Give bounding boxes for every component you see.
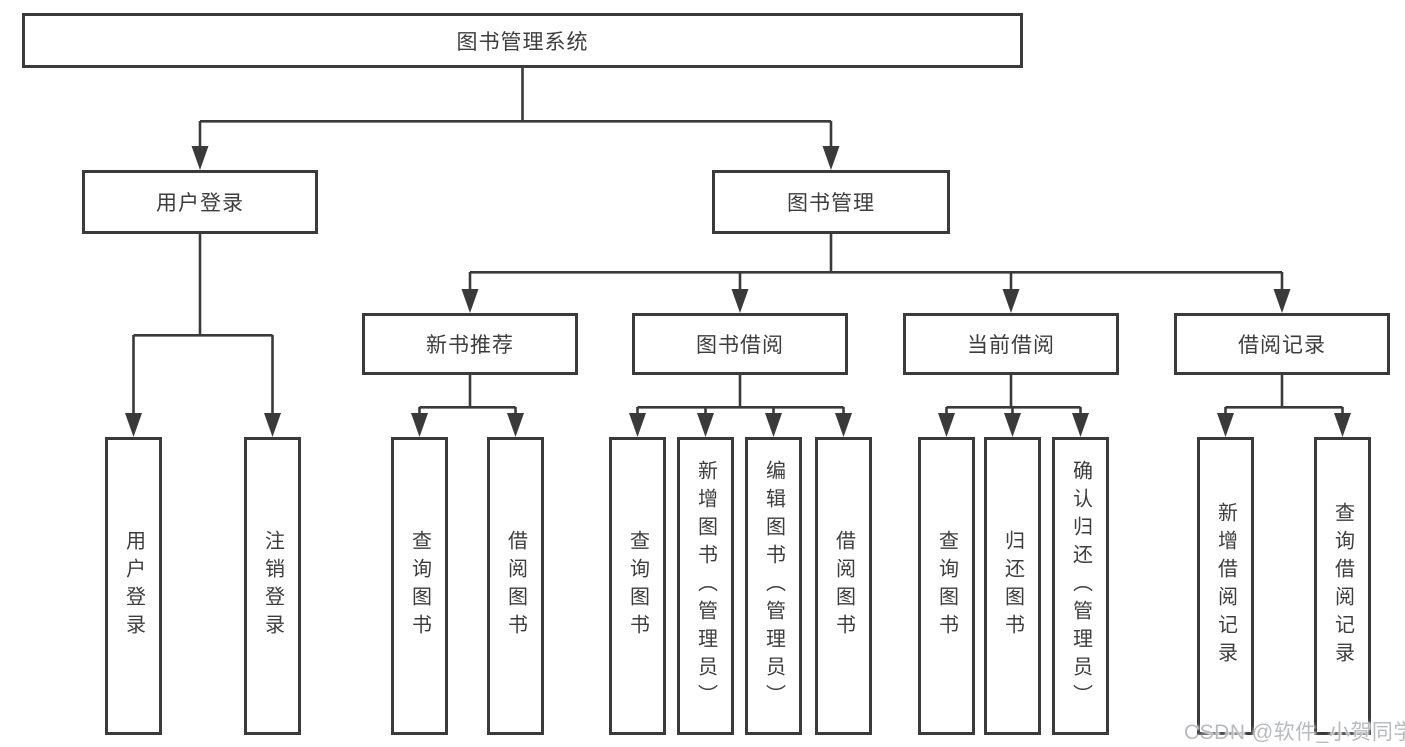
node-library-system-label: 图书管理系统 (456, 30, 589, 54)
leaf-logout-label: 注销登录 (261, 530, 284, 642)
node-borrow-records-label: 借阅记录 (1238, 334, 1326, 357)
leaf-add-books-admin: 新增图书（管理员） (677, 437, 734, 735)
node-current-borrow-label: 当前借阅 (967, 334, 1055, 357)
connector-borrow-records-to-leaves (1224, 375, 1344, 418)
node-book-management: 图书管理 (712, 170, 950, 234)
node-borrow-records: 借阅记录 (1174, 313, 1390, 375)
node-new-book-recommend: 新书推荐 (362, 313, 578, 375)
connector-user-login-to-leaves (132, 234, 274, 418)
leaf-return-books: 归还图书 (984, 437, 1041, 735)
leaf-query-books-recommend: 查询图书 (391, 437, 448, 735)
leaf-borrow-books-recommend: 借阅图书 (487, 437, 544, 735)
leaf-confirm-return-admin-label: 确认归还（管理员） (1069, 460, 1092, 712)
leaf-query-borrow-record: 查询借阅记录 (1314, 437, 1371, 735)
leaf-query-books-borrow-label: 查询图书 (626, 530, 649, 642)
leaf-query-books-borrow: 查询图书 (609, 437, 666, 735)
leaf-edit-books-admin: 编辑图书（管理员） (745, 437, 802, 735)
connector-current-borrow-to-leaves (945, 375, 1082, 418)
node-user-login: 用户登录 (82, 170, 318, 234)
watermark: CSDN @软件_小贺同学 (1184, 721, 1405, 744)
connector-new-books-to-leaves (418, 375, 517, 418)
node-book-borrow-label: 图书借阅 (696, 334, 784, 357)
leaf-query-borrow-record-label: 查询借阅记录 (1331, 502, 1354, 670)
node-book-borrow: 图书借阅 (632, 313, 848, 375)
leaf-add-borrow-record: 新增借阅记录 (1197, 437, 1254, 735)
connector-book-borrow-to-leaves (636, 375, 845, 418)
leaf-borrow-books-label: 借阅图书 (832, 530, 855, 642)
node-new-book-recommend-label: 新书推荐 (426, 334, 514, 357)
leaf-edit-books-admin-label: 编辑图书（管理员） (762, 460, 785, 712)
node-current-borrow: 当前借阅 (903, 313, 1119, 375)
node-user-login-label: 用户登录 (156, 192, 244, 215)
node-book-management-label: 图书管理 (787, 192, 875, 215)
leaf-return-books-label: 归还图书 (1001, 530, 1024, 642)
leaf-user-login: 用户登录 (105, 437, 162, 735)
leaf-add-books-admin-label: 新增图书（管理员） (694, 460, 717, 712)
leaf-user-login-label: 用户登录 (122, 530, 145, 642)
leaf-confirm-return-admin: 确认归还（管理员） (1052, 437, 1109, 735)
leaf-query-books-recommend-label: 查询图书 (408, 530, 431, 642)
leaf-query-books-current-label: 查询图书 (935, 530, 958, 642)
leaf-query-books-current: 查询图书 (918, 437, 975, 735)
node-library-system: 图书管理系统 (22, 13, 1023, 68)
arrowheads (125, 146, 1351, 437)
leaf-add-borrow-record-label: 新增借阅记录 (1214, 502, 1237, 670)
leaf-borrow-books-recommend-label: 借阅图书 (504, 530, 527, 642)
connector-root-to-level2 (198, 68, 833, 150)
connector-book-mgmt-to-level3 (468, 234, 1284, 293)
leaf-logout: 注销登录 (244, 437, 301, 735)
leaf-borrow-books: 借阅图书 (815, 437, 872, 735)
